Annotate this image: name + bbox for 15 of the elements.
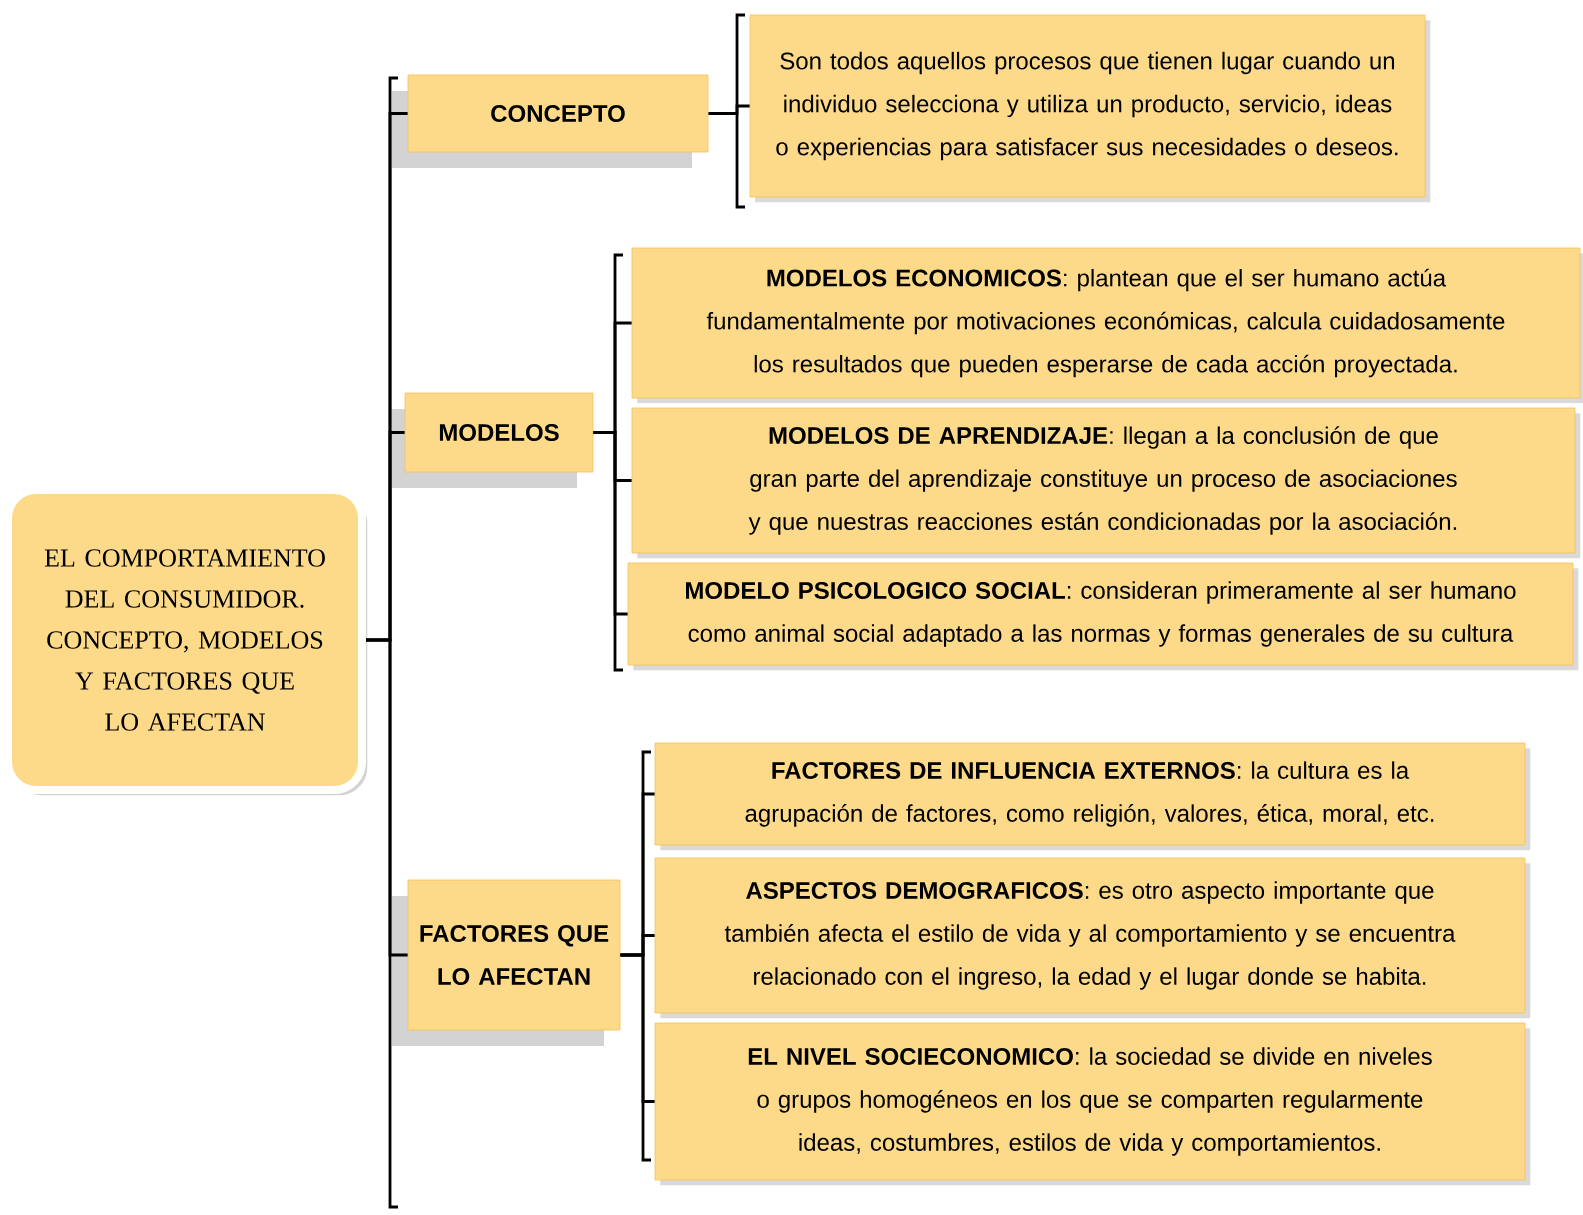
connector — [620, 953, 655, 1103]
connector — [593, 431, 628, 616]
description-box: Son todos aquellos procesos que tienen lugar cuando un individuo selecciona y utiliza un producto, servicio, ideas o experiencias para satisfacer sus necesidades o deseos. — [749, 14, 1431, 203]
category-box: FACTORES QUE LO AFECTAN — [392, 879, 621, 1046]
category-box: MODELOS — [389, 392, 594, 488]
description-box: MODELO PSICOLOGICO SOCIAL: consideran primeramente al ser humano como animal social adaptado a las normas y formas generales de su cultura — [627, 562, 1579, 671]
category-box: CONCEPTO — [392, 74, 709, 168]
connector — [708, 104, 750, 115]
title-box: EL COMPORTAMIENTO DEL CONSUMIDOR. CONCEPTO, MODELOS Y FACTORES QUE LO AFECTAN — [4, 486, 368, 796]
description-box: FACTORES DE INFLUENCIA EXTERNOS: la cultura es la agrupación de factores, como religión, valores, ética, moral, etc. — [654, 742, 1531, 851]
connector — [366, 638, 408, 957]
description-box: EL NIVEL SOCIECONOMICO: la sociedad se divide en niveles o grupos homogéneos en los que se comparten regularmente ideas, costumbres, estilos de vida y comportamientos. — [654, 1022, 1531, 1186]
description-box: MODELOS DE APRENDIZAJE: llegan a la conclusión de que gran parte del aprendizaje constituye un proceso de asociaciones y que nuestras reacciones están condicionadas por la asociación. — [631, 407, 1581, 559]
description-box: ASPECTOS DEMOGRAFICOS: es otro aspecto importante que también afecta el estilo de vida y al comportamiento y se encuentra relacionado con el ingreso, la edad y el lugar donde se habita. — [654, 857, 1531, 1019]
description-box: MODELOS ECONOMICOS: plantean que el ser humano actúa fundamentalmente por motivaciones económicas, calcula cuidadosamente los resultados que pueden esperarse de cada acción proyectada. — [631, 247, 1583, 404]
